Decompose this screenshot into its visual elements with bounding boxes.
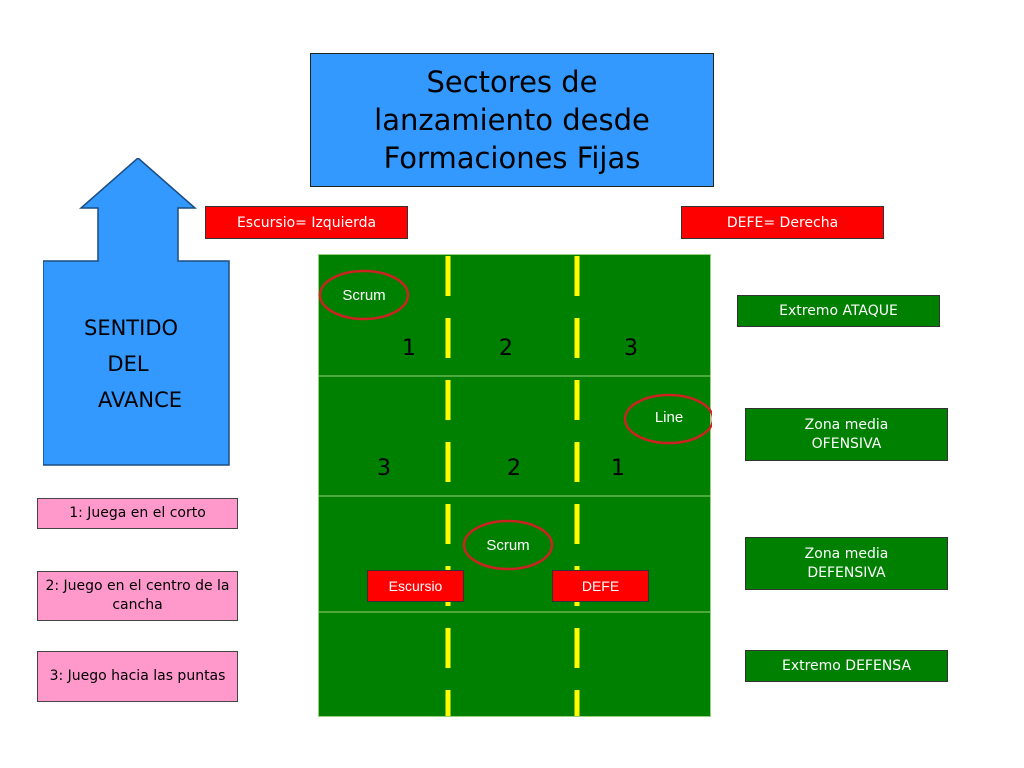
direction-label: SENTIDO DEL AVANCE bbox=[50, 310, 220, 418]
sector-number: 2 bbox=[507, 456, 521, 481]
title-line-1: Sectores de bbox=[426, 65, 598, 99]
legend-item-1: 1: Juega en el corto bbox=[37, 498, 238, 529]
label-escursio: Escursio bbox=[367, 570, 464, 602]
rugby-field bbox=[318, 254, 712, 717]
zone-extremo-ataque: Extremo ATAQUE bbox=[737, 295, 940, 327]
sector-number: 3 bbox=[624, 336, 638, 361]
line-label: Line bbox=[654, 409, 684, 426]
zone-extremo-defensa: Extremo DEFENSA bbox=[745, 650, 948, 682]
direction-line-1: SENTIDO bbox=[83, 316, 179, 340]
up-arrow-icon bbox=[43, 158, 230, 466]
oval-scrum-top bbox=[318, 269, 410, 321]
oval-line bbox=[623, 393, 712, 445]
label-defe-derecha: DEFE= Derecha bbox=[681, 206, 884, 239]
sector-number: 1 bbox=[402, 336, 416, 361]
direction-line-2: DEL bbox=[107, 352, 149, 376]
oval-scrum-bottom bbox=[462, 519, 554, 571]
legend-item-3: 3: Juego hacia las puntas bbox=[37, 651, 238, 702]
scrum-bottom-label: Scrum bbox=[486, 537, 530, 554]
zone-media-ofensiva: Zona media OFENSIVA bbox=[745, 408, 948, 461]
zone-media-defensiva: Zona media DEFENSIVA bbox=[745, 537, 948, 590]
title-box: Sectores de lanzamiento desde Formacione… bbox=[310, 53, 714, 187]
direction-line-3: AVANCE bbox=[97, 388, 183, 412]
sector-number: 3 bbox=[377, 456, 391, 481]
sector-number: 1 bbox=[611, 456, 625, 481]
label-escursio-izquierda: Escursio= Izquierda bbox=[205, 206, 408, 239]
label-defe: DEFE bbox=[552, 570, 649, 602]
scrum-top-label: Scrum bbox=[342, 287, 386, 304]
field-background bbox=[318, 254, 711, 717]
title-line-3: Formaciones Fijas bbox=[383, 141, 641, 175]
legend-item-2: 2: Juego en el centro de la cancha bbox=[37, 571, 238, 621]
sector-number: 2 bbox=[499, 336, 513, 361]
title-line-2: lanzamiento desde bbox=[374, 103, 650, 137]
